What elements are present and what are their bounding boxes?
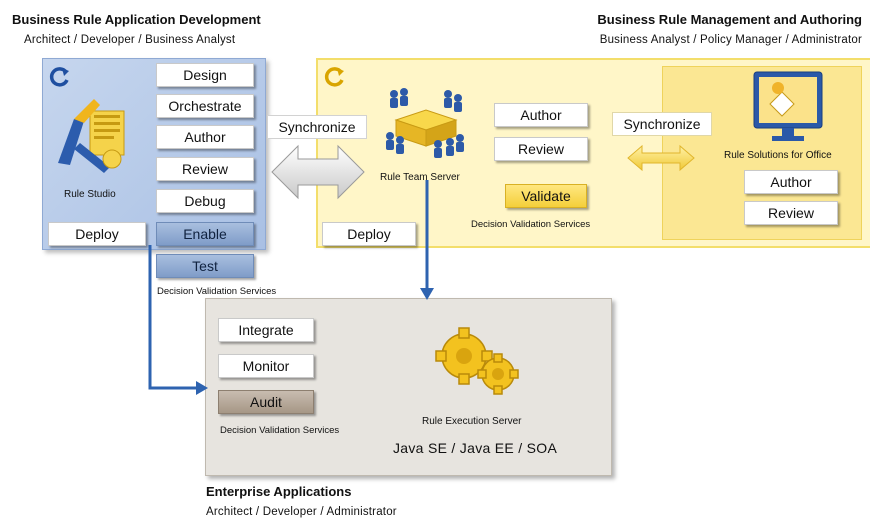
sync-right-label: Synchronize <box>612 112 712 136</box>
deploy-down-arrowhead <box>420 288 434 300</box>
test-step: Test <box>156 254 254 278</box>
office-label: Rule Solutions for Office <box>724 150 832 161</box>
ts-author-step: Author <box>494 103 588 127</box>
left-header-title: Business Rule Application Development <box>12 12 261 27</box>
office-review-step: Review <box>744 201 838 225</box>
ts-review-step: Review <box>494 137 588 161</box>
validate-step: Validate <box>505 184 587 208</box>
right-header-subtitle: Business Analyst / Policy Manager / Admi… <box>599 34 862 46</box>
right-header-title: Business Rule Management and Authoring <box>597 12 862 27</box>
studio-deploy-step: Deploy <box>48 222 146 246</box>
execution-server-label: Rule Execution Server <box>422 416 522 427</box>
left-header-subtitle: Architect / Developer / Business Analyst <box>24 34 236 46</box>
orchestrate-step: Orchestrate <box>156 94 254 118</box>
bottom-header-subtitle: Architect / Developer / Administrator <box>206 506 397 518</box>
enable-arrowhead <box>196 381 208 395</box>
enable-arrow-line <box>148 245 198 390</box>
monitor-step: Monitor <box>218 354 314 378</box>
rule-studio-icon <box>58 99 125 173</box>
bottom-header-title: Enterprise Applications <box>206 484 352 499</box>
refresh-icon <box>49 67 69 87</box>
sync-right-arrow <box>627 144 695 172</box>
exec-dvs-label: Decision Validation Services <box>220 425 340 436</box>
office-author-step: Author <box>744 170 838 194</box>
refresh-icon <box>324 67 344 87</box>
sync-left-arrow <box>271 144 365 200</box>
debug-step: Debug <box>156 189 254 213</box>
enable-step: Enable <box>156 222 254 246</box>
studio-dvs-label: Decision Validation Services <box>157 286 277 297</box>
development-panel <box>42 58 266 250</box>
ts-dvs-label: Decision Validation Services <box>471 219 591 230</box>
team-server-icon <box>386 88 464 158</box>
design-step: Design <box>156 63 254 87</box>
office-monitor-icon <box>753 71 823 141</box>
ts-deploy-step: Deploy <box>322 222 416 246</box>
team-server-label: Rule Team Server <box>380 172 460 183</box>
platforms-label: Java SE / Java EE / SOA <box>393 440 558 456</box>
integrate-step: Integrate <box>218 318 314 342</box>
gears-icon <box>435 327 519 395</box>
audit-step: Audit <box>218 390 314 414</box>
rule-studio-label: Rule Studio <box>64 189 116 200</box>
author-step: Author <box>156 125 254 149</box>
sync-left-label: Synchronize <box>267 115 367 139</box>
review-step: Review <box>156 157 254 181</box>
